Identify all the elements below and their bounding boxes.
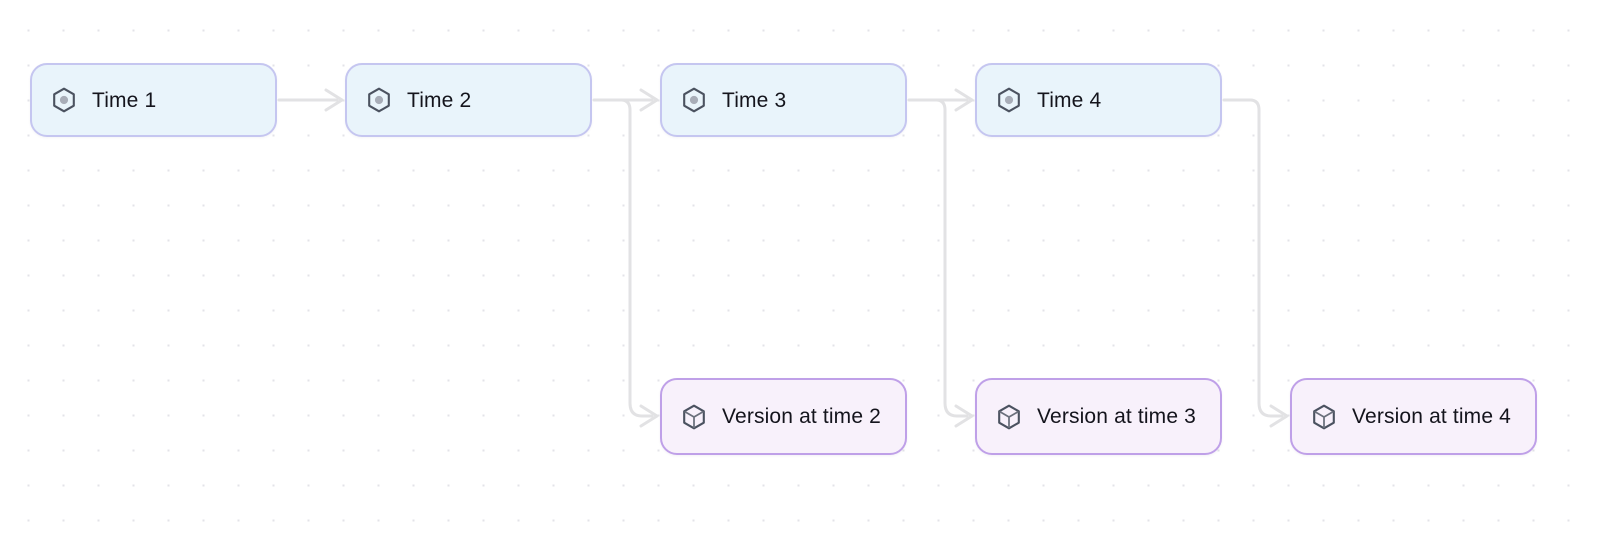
edge-time2-version2	[605, 98, 659, 428]
edge-time3-time4	[907, 88, 974, 112]
node-time-4[interactable]: Time 4	[975, 63, 1222, 137]
node-time-2[interactable]: Time 2	[345, 63, 592, 137]
hexagon-dot-icon	[998, 87, 1020, 113]
edge-time2-time3	[592, 88, 659, 112]
node-version-2[interactable]: Version at time 2	[660, 378, 907, 455]
node-time-3[interactable]: Time 3	[660, 63, 907, 137]
edge-time3-version3	[920, 98, 974, 428]
cube-icon	[683, 404, 705, 429]
node-label: Version at time 4	[1352, 405, 1511, 428]
node-version-4[interactable]: Version at time 4	[1290, 378, 1537, 455]
node-label: Version at time 2	[722, 405, 881, 428]
node-label: Time 4	[1037, 88, 1102, 112]
node-label: Version at time 3	[1037, 405, 1196, 428]
cube-icon	[998, 404, 1020, 429]
node-label: Time 3	[722, 88, 787, 112]
node-label: Time 2	[407, 88, 472, 112]
node-time-1[interactable]: Time 1	[30, 63, 277, 137]
hexagon-dot-icon	[53, 87, 75, 113]
edge-time1-time2	[277, 88, 344, 112]
cube-icon	[1313, 404, 1335, 429]
node-label: Time 1	[92, 88, 157, 112]
hexagon-dot-icon	[368, 87, 390, 113]
edge-time4-version4	[1222, 98, 1289, 428]
node-version-3[interactable]: Version at time 3	[975, 378, 1222, 455]
hexagon-dot-icon	[683, 87, 705, 113]
